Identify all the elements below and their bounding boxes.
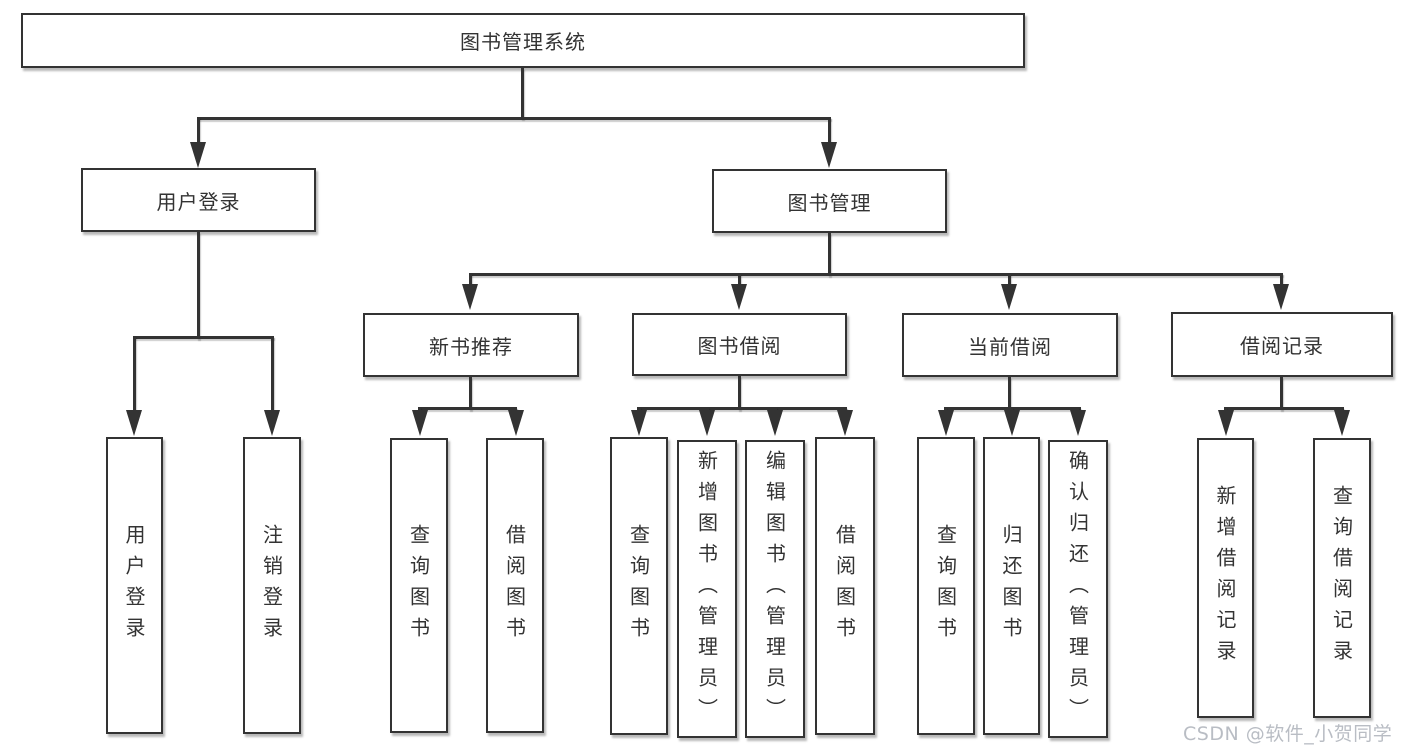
leaf-br-add-borrow-record: 新增借阅记录 [1197, 438, 1254, 718]
arrowhead-g4-add-record [1218, 410, 1234, 436]
connector-shaft-borrow-records [1280, 273, 1283, 289]
connector-bookmgmt-hbar [469, 273, 1283, 276]
node-new-book-recommend-label: 新书推荐 [429, 334, 513, 359]
node-book-borrow: 图书借阅 [632, 313, 847, 376]
connector-g1-stub [469, 377, 472, 410]
connector-userlogin-right-shaft [271, 336, 274, 414]
connector-root-right-shaft [828, 117, 831, 148]
connector-g4-hbar [1224, 407, 1344, 410]
leaf-nbr-borrow-books: 借阅图书 [486, 438, 544, 733]
leaf-bb-query-books-label: 查询图书 [626, 524, 651, 648]
leaf-bb-borrow-books-label: 借阅图书 [832, 524, 857, 648]
arrowhead-to-book-borrow [731, 284, 747, 310]
leaf-cb-query-books-label: 查询图书 [933, 524, 958, 648]
connector-g2-stub [738, 376, 741, 410]
arrowhead-g3-return-books [1004, 410, 1020, 436]
connector-root-stub [521, 68, 524, 119]
connector-g4-stub [1280, 377, 1283, 410]
connector-g3-stub [1008, 377, 1011, 410]
node-current-borrow: 当前借阅 [902, 313, 1118, 377]
leaf-logout-login: 注销登录 [243, 437, 301, 734]
leaf-cb-return-books-label: 归还图书 [999, 524, 1023, 648]
arrowhead-g1-query-books [412, 410, 428, 436]
arrowhead-to-book-management [821, 142, 837, 168]
leaf-user-login: 用户登录 [106, 437, 163, 734]
arrowhead-to-leaf-logout [264, 410, 280, 436]
arrowhead-g2-edit-books [767, 410, 783, 436]
connector-shaft-new-book [469, 273, 472, 289]
leaf-cb-confirm-return-admin-label: 确认归还（管理员） [1065, 449, 1090, 729]
connector-root-left-shaft [197, 117, 200, 148]
node-book-borrow-label: 图书借阅 [697, 334, 782, 358]
leaf-bb-add-books-admin-label: 新增图书（管理员） [694, 449, 719, 729]
leaf-logout-login-label: 注销登录 [259, 523, 284, 648]
node-new-book-recommend: 新书推荐 [363, 313, 579, 377]
leaf-nbr-query-books-label: 查询图书 [406, 523, 431, 648]
leaf-nbr-borrow-books-label: 借阅图书 [502, 523, 527, 648]
connector-userlogin-stub [197, 232, 200, 339]
csdn-watermark: CSDN @软件_小贺同学 [1183, 723, 1393, 745]
arrowhead-to-leaf-user-login [126, 410, 142, 436]
node-book-management: 图书管理 [712, 169, 947, 233]
arrowhead-to-user-login [190, 142, 206, 168]
node-borrow-records-label: 借阅记录 [1240, 334, 1324, 358]
leaf-cb-query-books: 查询图书 [917, 437, 975, 735]
arrowhead-g2-query-books [631, 410, 647, 436]
connector-userlogin-hbar [133, 336, 274, 339]
connector-shaft-current-borrow [1008, 273, 1011, 289]
leaf-cb-confirm-return-admin: 确认归还（管理员） [1048, 440, 1108, 738]
connector-g2-hbar [637, 407, 847, 410]
arrowhead-to-borrow-records [1273, 284, 1289, 310]
connector-bookmgmt-stub [828, 233, 831, 276]
leaf-bb-edit-books-admin: 编辑图书（管理员） [745, 440, 805, 738]
leaf-user-login-label: 用户登录 [122, 523, 146, 648]
arrowhead-g3-query-books [938, 410, 954, 436]
leaf-br-query-borrow-record-label: 查询借阅记录 [1329, 485, 1354, 671]
connector-shaft-book-borrow [738, 273, 741, 289]
leaf-bb-add-books-admin: 新增图书（管理员） [677, 440, 737, 738]
arrowhead-g3-confirm-return [1070, 410, 1086, 436]
leaf-bb-edit-books-admin-label: 编辑图书（管理员） [762, 449, 787, 729]
arrowhead-to-current-borrow [1001, 284, 1017, 310]
arrowhead-g2-add-books [699, 410, 715, 436]
connector-userlogin-left-shaft [133, 336, 136, 414]
node-user-login-label: 用户登录 [156, 189, 241, 214]
node-current-borrow-label: 当前借阅 [968, 334, 1052, 359]
leaf-bb-borrow-books: 借阅图书 [815, 437, 875, 735]
connector-g1-hbar [418, 407, 517, 410]
node-root-system: 图书管理系统 [21, 13, 1025, 68]
node-root-label: 图书管理系统 [460, 30, 586, 54]
leaf-bb-query-books: 查询图书 [610, 437, 668, 735]
leaf-cb-return-books: 归还图书 [983, 437, 1040, 735]
leaf-nbr-query-books: 查询图书 [390, 438, 448, 733]
leaf-br-query-borrow-record: 查询借阅记录 [1313, 438, 1371, 718]
node-user-login: 用户登录 [81, 168, 316, 232]
node-book-management-label: 图书管理 [787, 190, 872, 215]
arrowhead-g1-borrow-books [508, 410, 524, 436]
node-borrow-records: 借阅记录 [1171, 312, 1393, 377]
arrowhead-g4-query-record [1334, 410, 1350, 436]
arrowhead-to-new-book-recommend [462, 284, 478, 310]
leaf-br-add-borrow-record-label: 新增借阅记录 [1213, 485, 1237, 671]
arrowhead-g2-borrow-books [837, 410, 853, 436]
connector-root-hbar [197, 117, 831, 120]
